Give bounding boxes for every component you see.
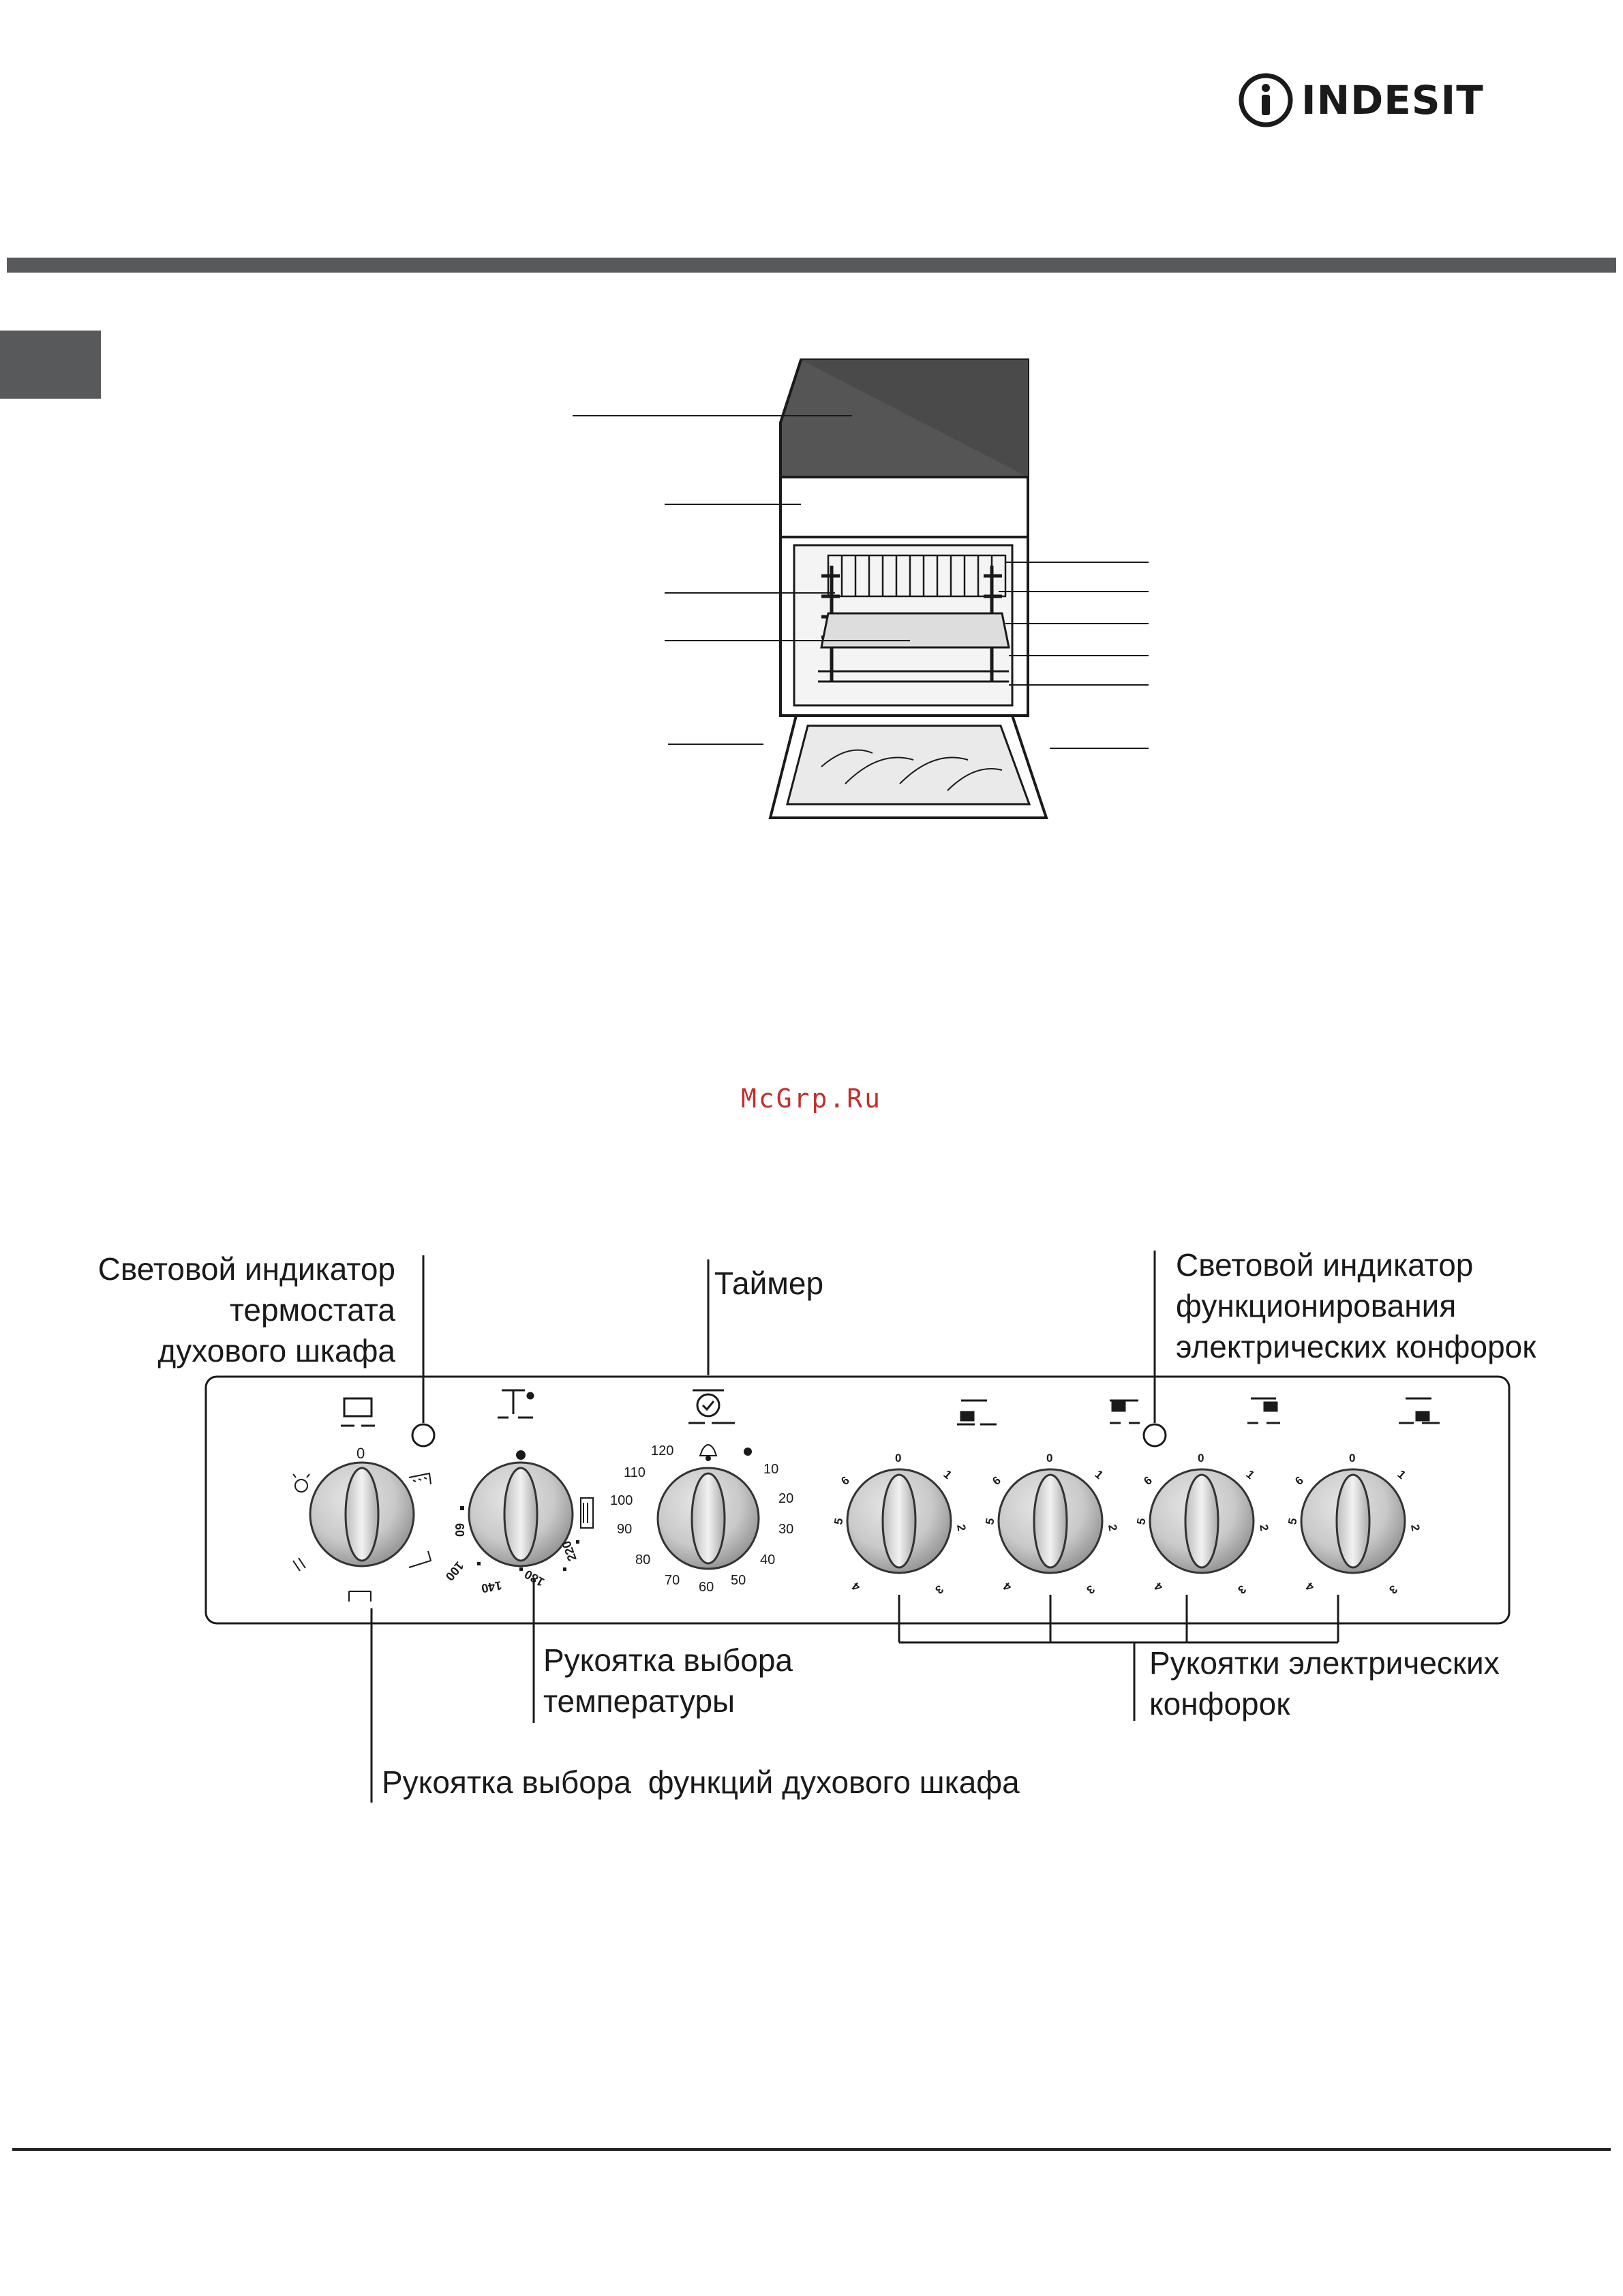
hotplate-rear-left-icon (957, 1399, 997, 1426)
oven-door-glass (786, 724, 1031, 806)
panel-callout-lines (370, 1251, 1339, 1803)
conventional-oven-icon (348, 1591, 371, 1602)
svg-text:6: 6 (990, 1473, 1003, 1488)
header-rule (7, 258, 1616, 273)
hotplate-front-right-icon (1399, 1397, 1440, 1424)
svg-text:2: 2 (1257, 1523, 1271, 1532)
oven-top-front (779, 476, 1029, 538)
function-knob-marks: 0 (292, 1445, 432, 1602)
timer-mark-30: 30 (778, 1522, 793, 1537)
svg-text:2: 2 (954, 1523, 968, 1532)
temperature-off-dot (516, 1450, 526, 1460)
svg-text:3: 3 (932, 1582, 945, 1597)
svg-text:3: 3 (1235, 1582, 1248, 1597)
label-temperature-knob: Рукоятка выбора температуры (543, 1642, 793, 1719)
svg-text:5: 5 (1286, 1517, 1299, 1526)
svg-text:0: 0 (1198, 1452, 1204, 1465)
hotplate-knob-1[interactable] (846, 1468, 952, 1574)
temperature-knob[interactable] (468, 1461, 574, 1567)
svg-text:6: 6 (1292, 1473, 1305, 1488)
hotplate-indicator-light (1142, 1423, 1167, 1448)
timer-mark-80: 80 (635, 1552, 650, 1567)
oven-function-symbol-icon (341, 1397, 375, 1427)
temp-mark-100: 100 (443, 1559, 467, 1583)
function-knob-zero: 0 (357, 1445, 365, 1462)
label-function-knob: Рукоятка выбора функций духового шкафа (382, 1764, 1020, 1800)
hotplate-knob-2[interactable] (997, 1468, 1104, 1574)
grill-max-icon (580, 1497, 594, 1529)
timer-mark-100: 100 (610, 1493, 633, 1508)
timer-mark-70: 70 (665, 1573, 680, 1588)
timer-mark-120: 120 (651, 1443, 673, 1458)
svg-text:4: 4 (1152, 1580, 1166, 1594)
svg-text:1: 1 (941, 1468, 954, 1482)
timer-mark-40: 40 (760, 1552, 775, 1567)
indesit-i-circle-icon (1239, 73, 1293, 127)
svg-text:6: 6 (1141, 1473, 1154, 1488)
svg-text:3: 3 (1386, 1582, 1399, 1597)
label-hotplate-knobs: Рукоятки электрических конфорок (1149, 1645, 1500, 1721)
brand-logo: INDESIT (1237, 72, 1484, 129)
timer-mark-90: 90 (617, 1522, 632, 1537)
hotplate-rear-right-icon (1247, 1397, 1280, 1424)
svg-text:2: 2 (1106, 1523, 1119, 1532)
svg-text:0: 0 (895, 1452, 901, 1465)
hotplate-front-left-icon (1110, 1399, 1140, 1424)
timer-mark-50: 50 (731, 1573, 746, 1588)
timer-start-dot (744, 1448, 752, 1456)
thermostat-symbol-icon (498, 1389, 534, 1419)
oven-rack (827, 554, 1007, 598)
control-panel: 0 60 100 140 180 220 10 20 30 40 50 60 7 (204, 1375, 1511, 1625)
hotplate-knob-4[interactable] (1300, 1468, 1406, 1574)
lamp-icon (292, 1473, 310, 1493)
hotplate-knob-3[interactable] (1149, 1468, 1255, 1574)
svg-text:1: 1 (1092, 1468, 1105, 1482)
logo-text: INDESIT (1301, 77, 1484, 123)
timer-mark-110: 110 (624, 1465, 646, 1480)
svg-text:5: 5 (1134, 1517, 1148, 1526)
bell-icon (699, 1444, 718, 1461)
svg-text:5: 5 (983, 1517, 997, 1526)
oven-drip-tray (820, 612, 1010, 649)
timer-symbol-icon (688, 1389, 735, 1424)
svg-text:2: 2 (1408, 1523, 1422, 1532)
oven-callout-lines (573, 415, 1149, 749)
section-tab (0, 331, 101, 399)
label-hotplate-indicator: Световой индикатор функционирования элек… (1176, 1247, 1536, 1364)
oven-thermostat-indicator-light (411, 1423, 436, 1448)
watermark: McGrp.Ru (740, 1084, 883, 1114)
oven-illustration (768, 358, 1048, 819)
timer-mark-20: 20 (778, 1491, 793, 1506)
label-timer: Таймер (714, 1266, 824, 1301)
svg-text:0: 0 (1349, 1452, 1355, 1465)
svg-text:3: 3 (1084, 1582, 1097, 1597)
timer-mark-60: 60 (699, 1580, 714, 1595)
footer-rule (12, 2148, 1611, 2151)
svg-text:4: 4 (1303, 1580, 1317, 1594)
top-heat-icon (408, 1472, 431, 1485)
timer-mark-10: 10 (763, 1462, 778, 1477)
defrost-icon (292, 1557, 306, 1572)
svg-text:1: 1 (1395, 1468, 1408, 1482)
svg-text:1: 1 (1243, 1468, 1256, 1482)
svg-text:4: 4 (849, 1580, 863, 1594)
svg-text:4: 4 (1001, 1580, 1014, 1594)
svg-text:0: 0 (1046, 1452, 1052, 1465)
timer-knob[interactable] (656, 1467, 760, 1570)
temp-mark-140: 140 (481, 1578, 503, 1595)
timer-marks: 10 20 30 40 50 60 70 80 90 100 110 120 (610, 1443, 793, 1595)
svg-text:5: 5 (832, 1517, 845, 1526)
control-panel-frame (204, 1375, 1511, 1625)
label-oven-thermostat-indicator: Световой индикатор термостата духового ш… (97, 1251, 395, 1368)
svg-text:6: 6 (838, 1473, 851, 1488)
oven-function-knob[interactable] (309, 1461, 415, 1567)
temp-mark-60: 60 (453, 1523, 466, 1537)
bottom-heat-icon (408, 1550, 432, 1568)
